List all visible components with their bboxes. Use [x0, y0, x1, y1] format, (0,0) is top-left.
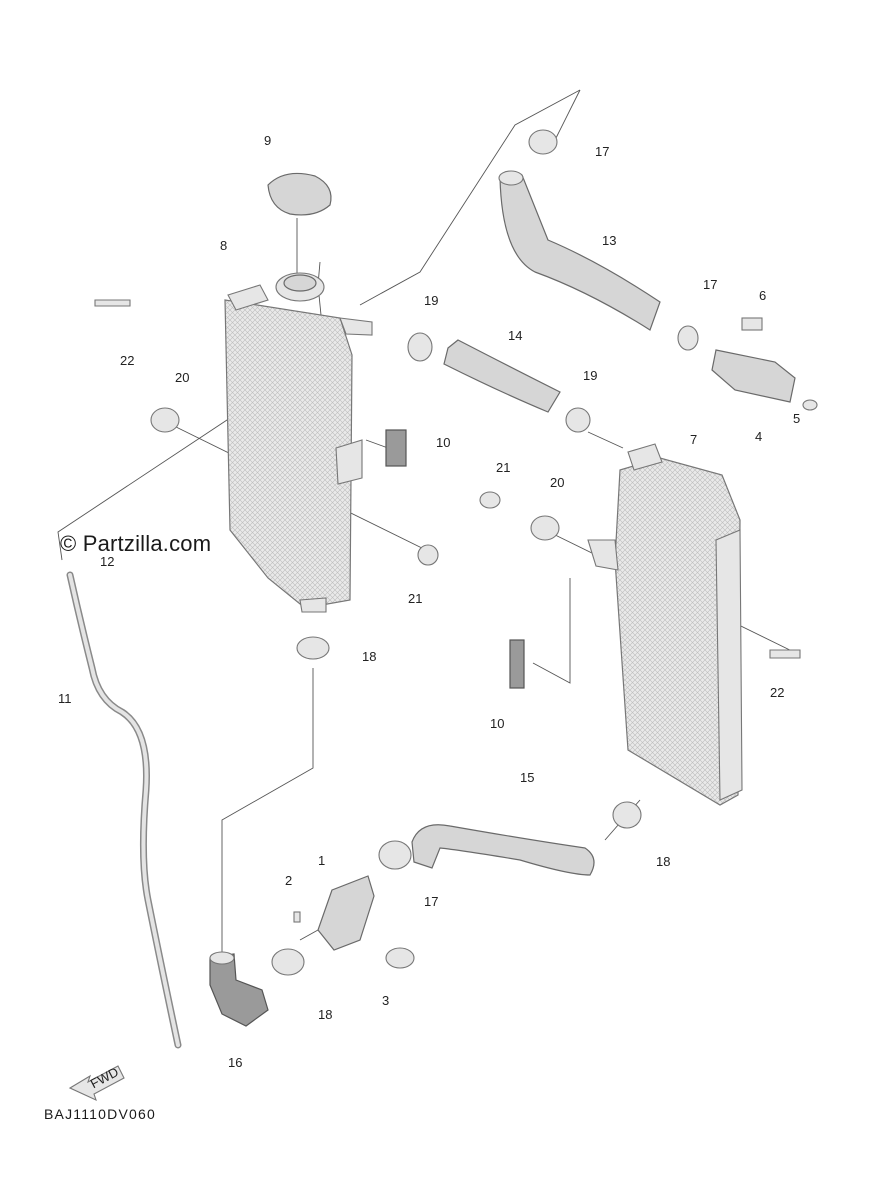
callout-10-bottom: 10	[490, 716, 504, 731]
callout-17-top: 17	[595, 144, 609, 159]
callout-18-right: 18	[656, 854, 670, 869]
hose-13	[498, 170, 661, 331]
callout-20-left: 20	[175, 370, 189, 385]
callout-2: 2	[285, 873, 292, 888]
hose-16	[209, 951, 269, 1027]
callout-7: 7	[690, 432, 697, 447]
callout-12: 12	[100, 554, 114, 569]
callout-1: 1	[318, 853, 325, 868]
fwd-arrow-icon: FWD	[68, 1064, 125, 1102]
callout-13: 13	[602, 233, 616, 248]
callout-11: 11	[58, 691, 72, 706]
hose-clamps	[271, 129, 699, 976]
hose-15	[411, 824, 595, 876]
watermark-text: © Partzilla.com	[60, 531, 212, 556]
grommets-collars-bolts	[94, 299, 801, 659]
callout-18-top: 18	[362, 649, 376, 664]
callout-20-right: 20	[550, 475, 564, 490]
callout-21-left: 21	[408, 591, 422, 606]
callout-10-top: 10	[436, 435, 450, 450]
callout-22-left: 22	[120, 353, 134, 368]
callout-numbers: 9 8 17 13 17 6 19 14 22 20 19 4 5 10 7 2…	[58, 133, 800, 1070]
callout-9: 9	[264, 133, 271, 148]
callout-14: 14	[508, 328, 522, 343]
callout-6: 6	[759, 288, 766, 303]
callout-5: 5	[793, 411, 800, 426]
overflow-hose-11	[66, 571, 182, 1049]
callout-18-bottom: 18	[318, 1007, 332, 1022]
callout-8: 8	[220, 238, 227, 253]
radiator-cap	[267, 172, 332, 216]
callout-15: 15	[520, 770, 534, 785]
callout-4: 4	[755, 429, 762, 444]
callout-3: 3	[382, 993, 389, 1008]
callout-19-mid: 19	[583, 368, 597, 383]
hose-14	[443, 339, 561, 413]
right-radiator	[587, 443, 743, 806]
left-radiator	[224, 272, 373, 613]
callout-22-right: 22	[770, 685, 784, 700]
thermostat-housing-1	[293, 875, 415, 969]
diagram-code: BAJ1110DV060	[44, 1106, 156, 1122]
callout-17-bottom: 17	[424, 894, 438, 909]
callout-19-top: 19	[424, 293, 438, 308]
callout-16: 16	[228, 1055, 242, 1070]
radiator-louvers	[385, 429, 525, 689]
callout-17-mid: 17	[703, 277, 717, 292]
hose-fitting-4-6	[711, 317, 818, 411]
callout-21-right: 21	[496, 460, 510, 475]
